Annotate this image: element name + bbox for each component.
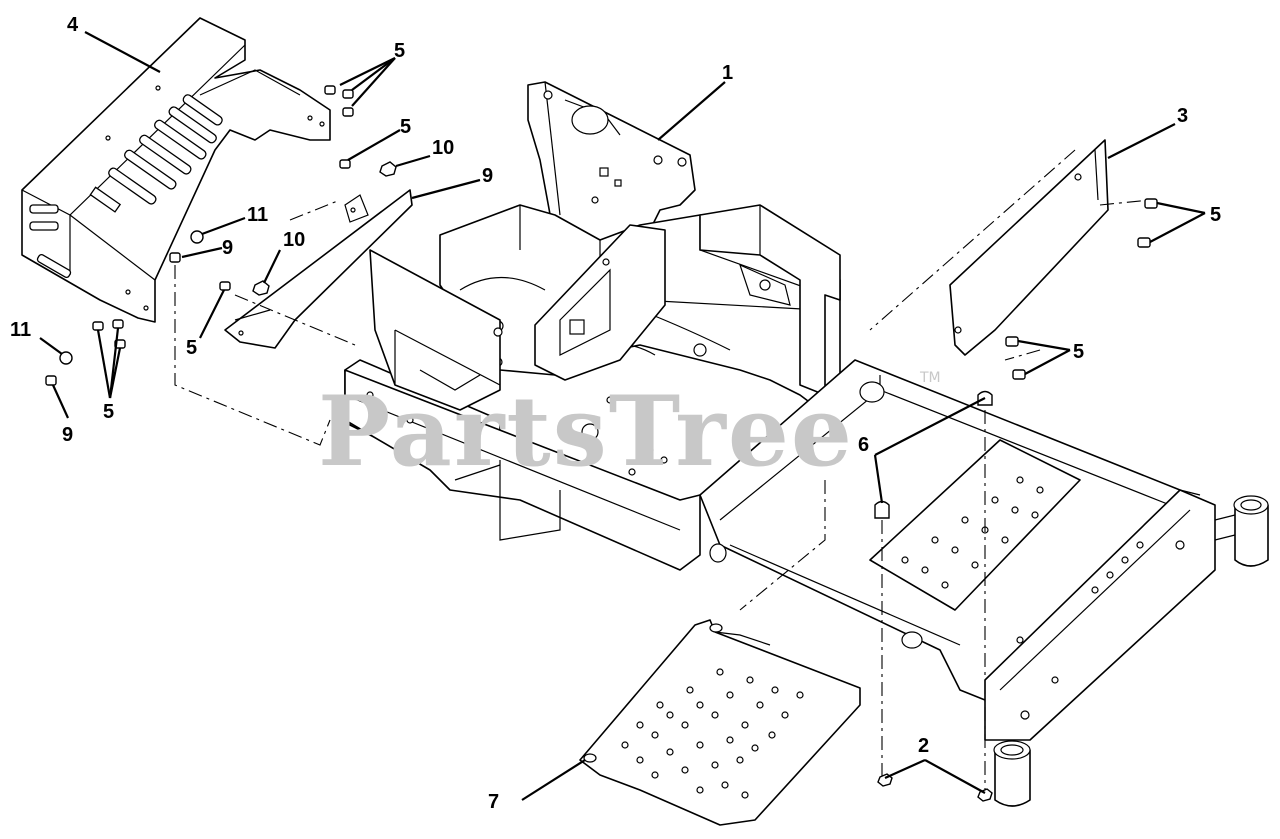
watermark: PartsTree TM — [318, 370, 941, 488]
bolt-5 — [112, 319, 124, 329]
callout-1[interactable]: 1 — [722, 62, 733, 84]
callout-5[interactable]: 5 — [394, 40, 405, 62]
callout-2[interactable]: 2 — [918, 735, 929, 757]
callout-11[interactable]: 11 — [247, 204, 268, 226]
callout-5[interactable]: 5 — [186, 337, 197, 359]
callout-5[interactable]: 5 — [103, 401, 114, 423]
callout-9[interactable]: 9 — [222, 237, 233, 259]
nut-10 — [252, 280, 270, 296]
part-7-floor-plate[interactable] — [579, 619, 861, 826]
part-4-louvers — [29, 94, 223, 279]
callout-3[interactable]: 3 — [1177, 105, 1188, 127]
assembly-lines — [174, 149, 1151, 790]
part-3-side-panel[interactable] — [949, 139, 1109, 356]
callout-6[interactable]: 6 — [858, 434, 869, 456]
bolt-5 — [324, 85, 336, 95]
bolt-5 — [1144, 198, 1158, 209]
screw-9 — [169, 252, 181, 263]
bolt-5 — [339, 159, 351, 169]
bolt-5 — [219, 281, 231, 291]
bolt-5 — [1012, 369, 1026, 380]
callout-7[interactable]: 7 — [488, 791, 499, 813]
callout-5[interactable]: 5 — [1073, 341, 1084, 363]
callout-9[interactable]: 9 — [62, 424, 73, 446]
callout-10[interactable]: 10 — [283, 229, 305, 251]
screw-9 — [45, 375, 57, 386]
hardware — [45, 85, 1158, 802]
bolt-5 — [342, 89, 354, 99]
washer-11 — [190, 230, 204, 244]
callout-4[interactable]: 4 — [67, 14, 79, 36]
bolt-5 — [92, 321, 104, 331]
watermark-trademark: TM — [919, 370, 941, 386]
callout-5[interactable]: 5 — [400, 116, 411, 138]
callouts: 4 5 5 10 9 1 3 5 5 11 9 10 5 11 9 5 6 2 … — [10, 14, 1221, 813]
bolt-5 — [1005, 336, 1019, 347]
bumper-6 — [874, 500, 890, 519]
callout-5[interactable]: 5 — [1210, 204, 1221, 226]
bolt-5 — [1137, 237, 1151, 248]
washer-11 — [59, 351, 73, 365]
callout-8[interactable]: 9 — [482, 165, 493, 187]
part-4-rear-shroud[interactable] — [21, 17, 331, 323]
nut-10 — [379, 161, 397, 177]
bolt-5 — [342, 107, 354, 117]
callout-10[interactable]: 10 — [432, 137, 454, 159]
part-7-plate-holes — [621, 668, 804, 799]
callout-11[interactable]: 11 — [10, 319, 31, 341]
watermark-text: PartsTree — [318, 375, 854, 488]
part-1-main-frame[interactable] — [344, 81, 1269, 807]
part-1-footplate-holes — [901, 476, 1044, 589]
leader-lines — [39, 31, 1206, 801]
